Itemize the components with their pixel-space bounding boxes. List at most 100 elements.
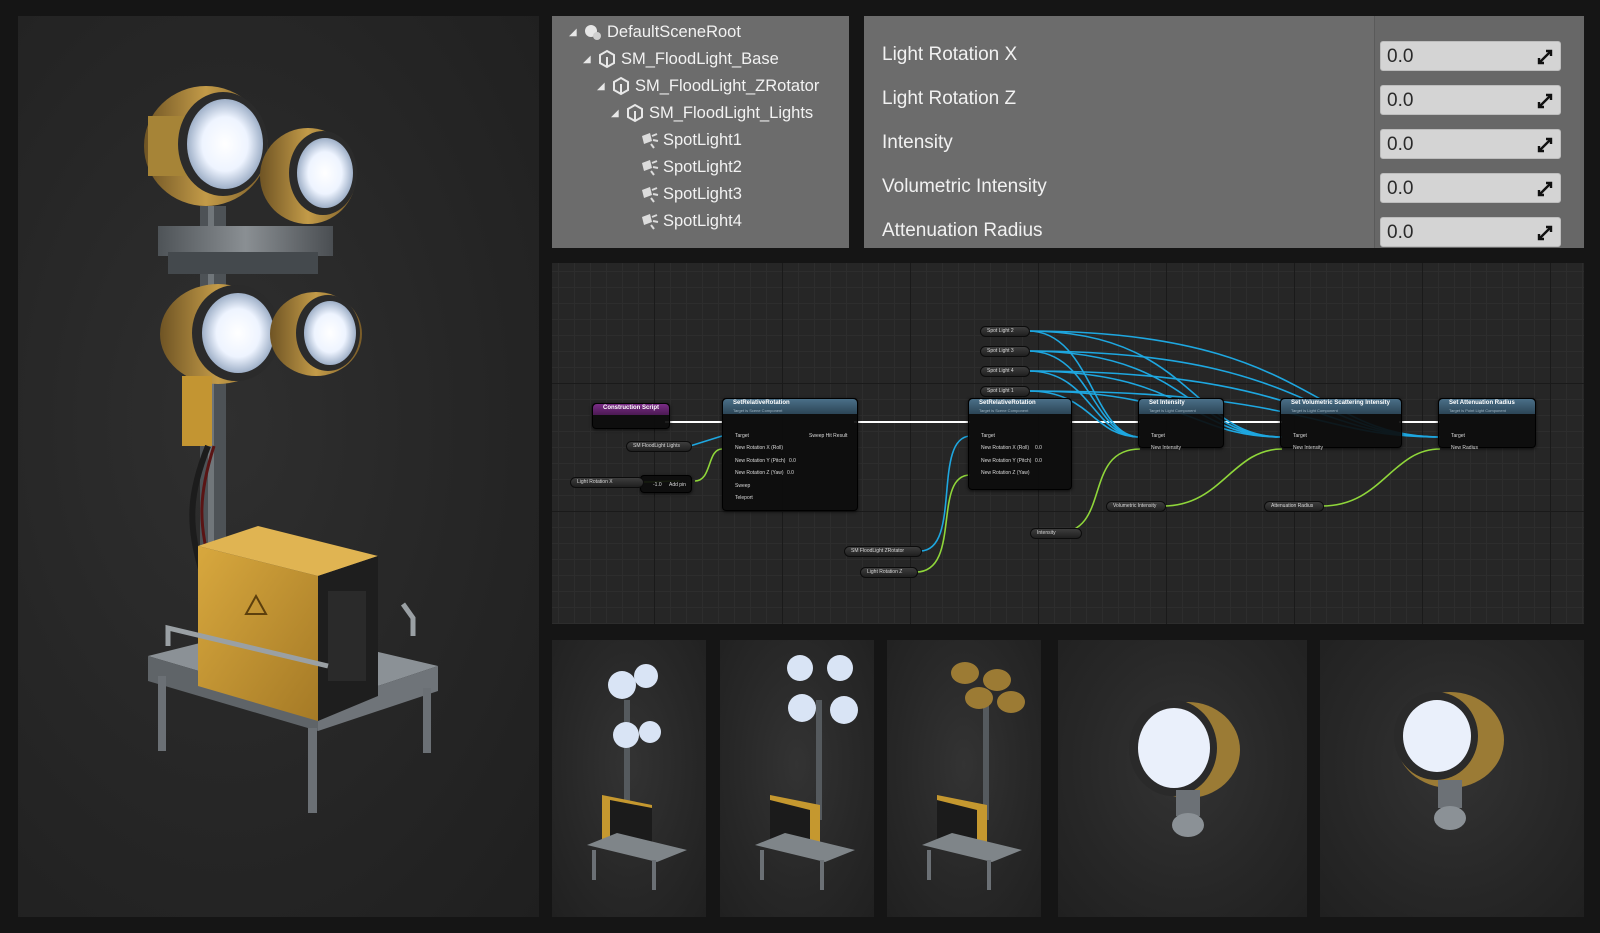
expand-arrows-icon[interactable]: [1537, 93, 1553, 109]
thumbnail-floodlight-2[interactable]: [720, 640, 874, 917]
var-light-rotation-x[interactable]: Light Rotation X: [570, 477, 644, 488]
pin-new-intensity[interactable]: New Intensity: [1151, 445, 1182, 451]
node-title: Set Attenuation Radius: [1449, 400, 1515, 406]
column-divider[interactable]: [1374, 16, 1375, 248]
expand-arrows-icon[interactable]: [1537, 181, 1553, 197]
floodlight-thumbnail-render: [922, 662, 1025, 890]
pin-target[interactable]: Target: [1151, 433, 1165, 439]
property-row-light-rotation-x: Light Rotation X: [864, 38, 1584, 74]
tree-item-spotlight4[interactable]: SpotLight4: [639, 210, 742, 232]
tree-item-spotlight1[interactable]: SpotLight1: [639, 129, 742, 151]
property-row-light-rotation-z: Light Rotation Z: [864, 82, 1584, 118]
tree-item-spotlight2[interactable]: SpotLight2: [639, 156, 742, 178]
multiply-node[interactable]: -1.0 Add pin: [640, 475, 692, 493]
attenuation-radius-field[interactable]: [1380, 217, 1561, 247]
pin-value-z[interactable]: 0.0: [787, 470, 794, 476]
pin-value-y[interactable]: 0.0: [1035, 458, 1042, 464]
thumbnail-floodlight-3[interactable]: [887, 640, 1041, 917]
pin-target[interactable]: Target: [1451, 433, 1465, 439]
var-spot-light-2[interactable]: Spot Light 2: [980, 326, 1030, 337]
tree-item-floodlight-zrotator[interactable]: ◢ SM_FloodLight_ZRotator: [597, 75, 819, 97]
details-panel: Light Rotation X Light Rotation Z Intens…: [864, 16, 1584, 248]
set-relative-rotation-node-2[interactable]: SetRelativeRotation Target is Scene Comp…: [968, 398, 1072, 490]
tree-item-label: SM_FloodLight_Base: [621, 49, 779, 68]
pin-target[interactable]: Target: [735, 433, 749, 439]
pin-new-rotation-z[interactable]: New Rotation Z (Yaw): [735, 470, 784, 476]
var-intensity[interactable]: Intensity: [1030, 528, 1082, 539]
light-rotation-z-field[interactable]: [1380, 85, 1561, 115]
var-floodlight-lights[interactable]: SM FloodLight Lights: [626, 441, 692, 452]
var-spot-light-1[interactable]: Spot Light 1: [980, 386, 1030, 397]
node-subtitle: Target is Point Light Component: [1449, 408, 1506, 413]
expand-arrows-icon[interactable]: [1537, 137, 1553, 153]
light-rotation-x-field[interactable]: [1380, 41, 1561, 71]
volumetric-intensity-input[interactable]: [1387, 176, 1527, 202]
thumbnail-floodlight-1[interactable]: [552, 640, 706, 917]
property-row-attenuation-radius: Attenuation Radius: [864, 214, 1584, 250]
set-attenuation-radius-node[interactable]: Set Attenuation Radius Target is Point L…: [1438, 398, 1536, 451]
node-title: SetRelativeRotation: [733, 400, 790, 406]
pin-new-rotation-z[interactable]: New Rotation Z (Yaw): [981, 470, 1030, 476]
pin-new-rotation-x[interactable]: New Rotation X (Roll): [735, 445, 784, 451]
var-volumetric-intensity[interactable]: Volumetric Intensity: [1106, 501, 1166, 512]
expand-arrow-icon[interactable]: ◢: [583, 53, 591, 65]
node-title: Set Intensity: [1149, 400, 1185, 406]
pin-new-intensity[interactable]: New Intensity: [1293, 445, 1324, 451]
blueprint-graph[interactable]: Construction Script SetRelativeRotation …: [552, 263, 1584, 624]
property-label: Attenuation Radius: [882, 220, 1043, 241]
light-rotation-x-input[interactable]: [1387, 44, 1527, 70]
floodlight-thumbnail-render: [587, 664, 687, 890]
pin-new-radius[interactable]: New Radius: [1451, 445, 1478, 451]
static-mesh-icon: [599, 49, 615, 69]
light-rotation-z-input[interactable]: [1387, 88, 1527, 114]
thumbnail-spotlight-front[interactable]: [1058, 640, 1307, 917]
tree-item-spotlight3[interactable]: SpotLight3: [639, 183, 742, 205]
var-spot-light-4[interactable]: Spot Light 4: [980, 366, 1030, 377]
attenuation-radius-input[interactable]: [1387, 220, 1527, 246]
expand-arrows-icon[interactable]: [1537, 49, 1553, 65]
pin-target[interactable]: Target: [1293, 433, 1307, 439]
add-pin-label[interactable]: Add pin: [669, 482, 686, 488]
var-attenuation-radius[interactable]: Attenuation Radius: [1264, 501, 1324, 512]
pin-value-x[interactable]: 0.0: [1035, 445, 1042, 451]
intensity-field[interactable]: [1380, 129, 1561, 159]
tree-item-floodlight-base[interactable]: ◢ SM_FloodLight_Base: [583, 48, 779, 70]
expand-arrow-icon[interactable]: ◢: [569, 26, 577, 38]
pin-sweep-hit-result[interactable]: Sweep Hit Result: [809, 433, 848, 439]
construction-script-node[interactable]: Construction Script: [592, 403, 670, 429]
tree-item-label: SpotLight4: [663, 211, 742, 230]
volumetric-intensity-field[interactable]: [1380, 173, 1561, 203]
pin-new-rotation-x[interactable]: New Rotation X (Roll): [981, 445, 1030, 451]
set-relative-rotation-node-1[interactable]: SetRelativeRotation Target is Scene Comp…: [722, 398, 858, 511]
var-floodlight-zrotator[interactable]: SM FloodLight ZRotator: [844, 546, 922, 557]
expand-arrows-icon[interactable]: [1537, 225, 1553, 241]
spot-light-icon: [642, 133, 659, 149]
multiply-value[interactable]: -1.0: [653, 482, 662, 488]
main-viewport[interactable]: [18, 16, 539, 917]
intensity-input[interactable]: [1387, 132, 1527, 158]
node-subtitle: Target is Scene Component: [979, 408, 1029, 413]
pin-target[interactable]: Target: [981, 433, 995, 439]
node-header: Set Attenuation Radius Target is Point L…: [1439, 399, 1535, 414]
tree-item-label: SpotLight3: [663, 184, 742, 203]
node-header: Set Volumetric Scattering Intensity Targ…: [1281, 399, 1401, 414]
node-header: Set Intensity Target is Light Component: [1139, 399, 1223, 414]
pin-value-y[interactable]: 0.0: [789, 458, 796, 464]
property-label: Light Rotation X: [882, 44, 1018, 65]
set-intensity-node[interactable]: Set Intensity Target is Light Component …: [1138, 398, 1224, 451]
tree-item-label: SpotLight2: [663, 157, 742, 176]
pin-new-rotation-y[interactable]: New Rotation Y (Pitch): [735, 458, 786, 464]
tree-item-default-scene-root[interactable]: ◢ DefaultSceneRoot: [569, 21, 741, 43]
tree-item-floodlight-lights[interactable]: ◢ SM_FloodLight_Lights: [611, 102, 813, 124]
pin-new-rotation-y[interactable]: New Rotation Y (Pitch): [981, 458, 1032, 464]
set-volumetric-scattering-intensity-node[interactable]: Set Volumetric Scattering Intensity Targ…: [1280, 398, 1402, 451]
pin-teleport[interactable]: Teleport: [735, 495, 753, 501]
var-light-rotation-z[interactable]: Light Rotation Z: [860, 567, 918, 578]
property-label: Intensity: [882, 132, 953, 153]
thumbnail-spotlight-angled[interactable]: [1320, 640, 1584, 917]
expand-arrow-icon[interactable]: ◢: [597, 80, 605, 92]
expand-arrow-icon[interactable]: ◢: [611, 107, 619, 119]
node-title: Construction Script: [593, 404, 669, 415]
pin-sweep[interactable]: Sweep: [735, 483, 751, 489]
var-spot-light-3[interactable]: Spot Light 3: [980, 346, 1030, 357]
